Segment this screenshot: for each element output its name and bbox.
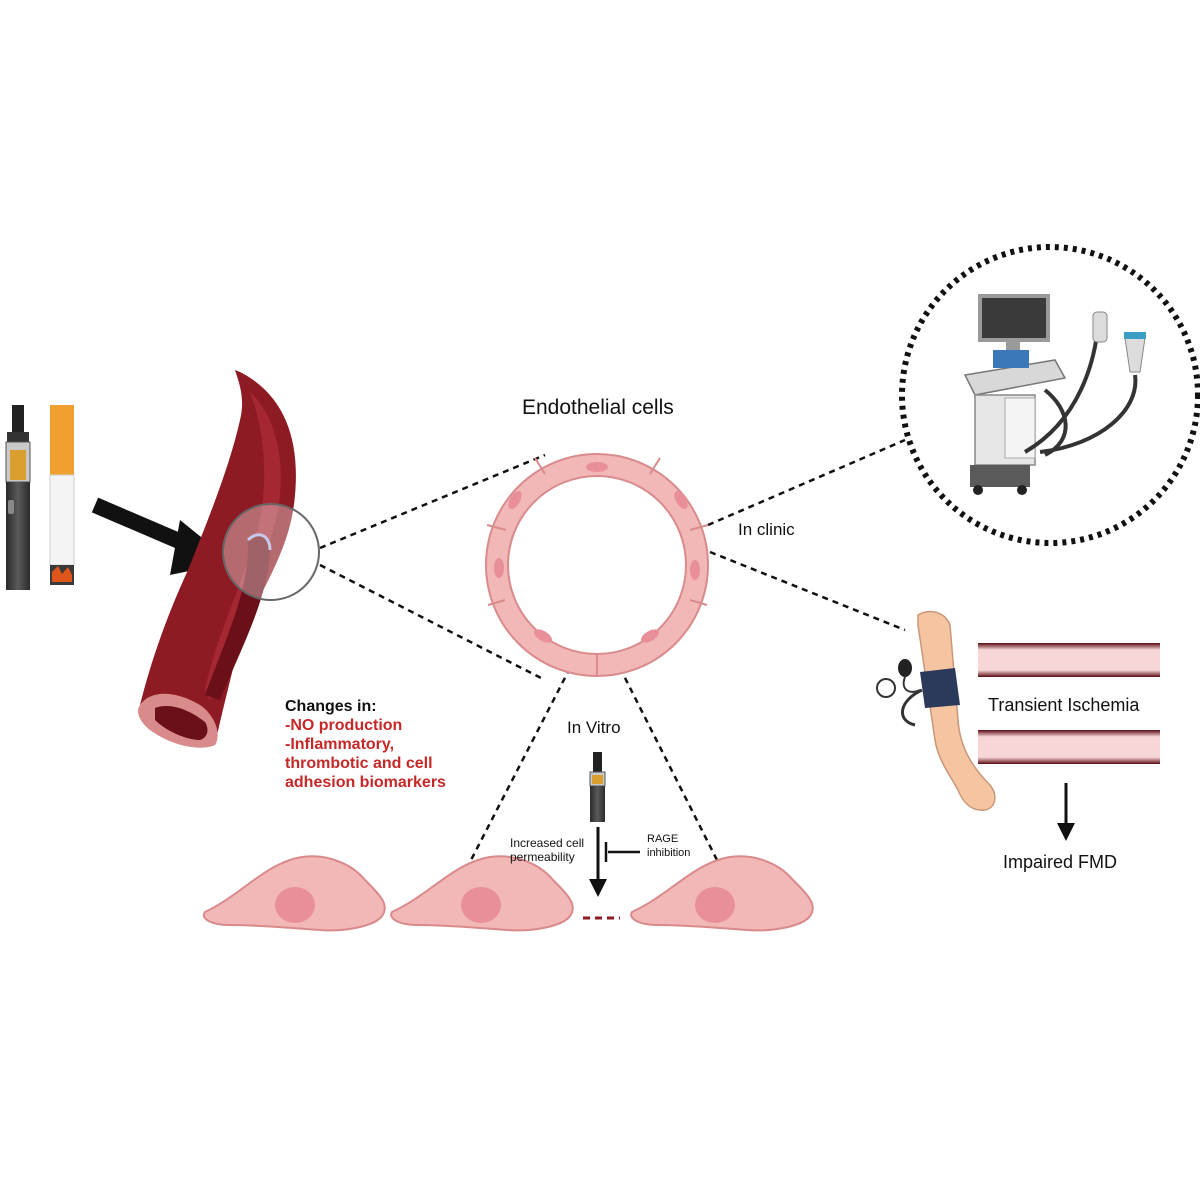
in-vitro-e-cigarette-icon (589, 752, 606, 822)
blood-vessel-icon (138, 370, 320, 748)
changes-item-biomarkers: -Inflammatory, thrombotic and cell adhes… (285, 736, 446, 791)
changes-panel: Changes in: -NO production -Inflammatory… (285, 697, 446, 792)
impaired-fmd-label: Impaired FMD (1003, 852, 1118, 872)
connector-lines (319, 438, 906, 863)
cultured-cells (202, 855, 814, 932)
vessel-bands (978, 643, 1160, 764)
arm-icon (917, 610, 996, 811)
blood-pressure-cuff-icon (876, 659, 960, 727)
changes-item-no-production: -NO production (285, 717, 403, 734)
endothelial-ring (485, 453, 709, 677)
rage-inhibition-label: RAGE inhibition (647, 833, 691, 859)
changes-heading: Changes in: (285, 698, 377, 715)
cigarette-icon (49, 405, 75, 585)
endothelial-cells-label: Endothelial cells (522, 396, 674, 419)
e-cigarette-icon (5, 405, 31, 590)
in-clinic-label: In clinic (738, 520, 795, 539)
rage-inhibition-bar (604, 842, 640, 862)
increased-permeability-label: Increased cell permeability (510, 836, 585, 864)
transient-ischemia-label: Transient Ischemia (988, 695, 1140, 715)
in-vitro-label: In Vitro (567, 718, 621, 737)
ultrasound-machine-icon (899, 244, 1200, 546)
